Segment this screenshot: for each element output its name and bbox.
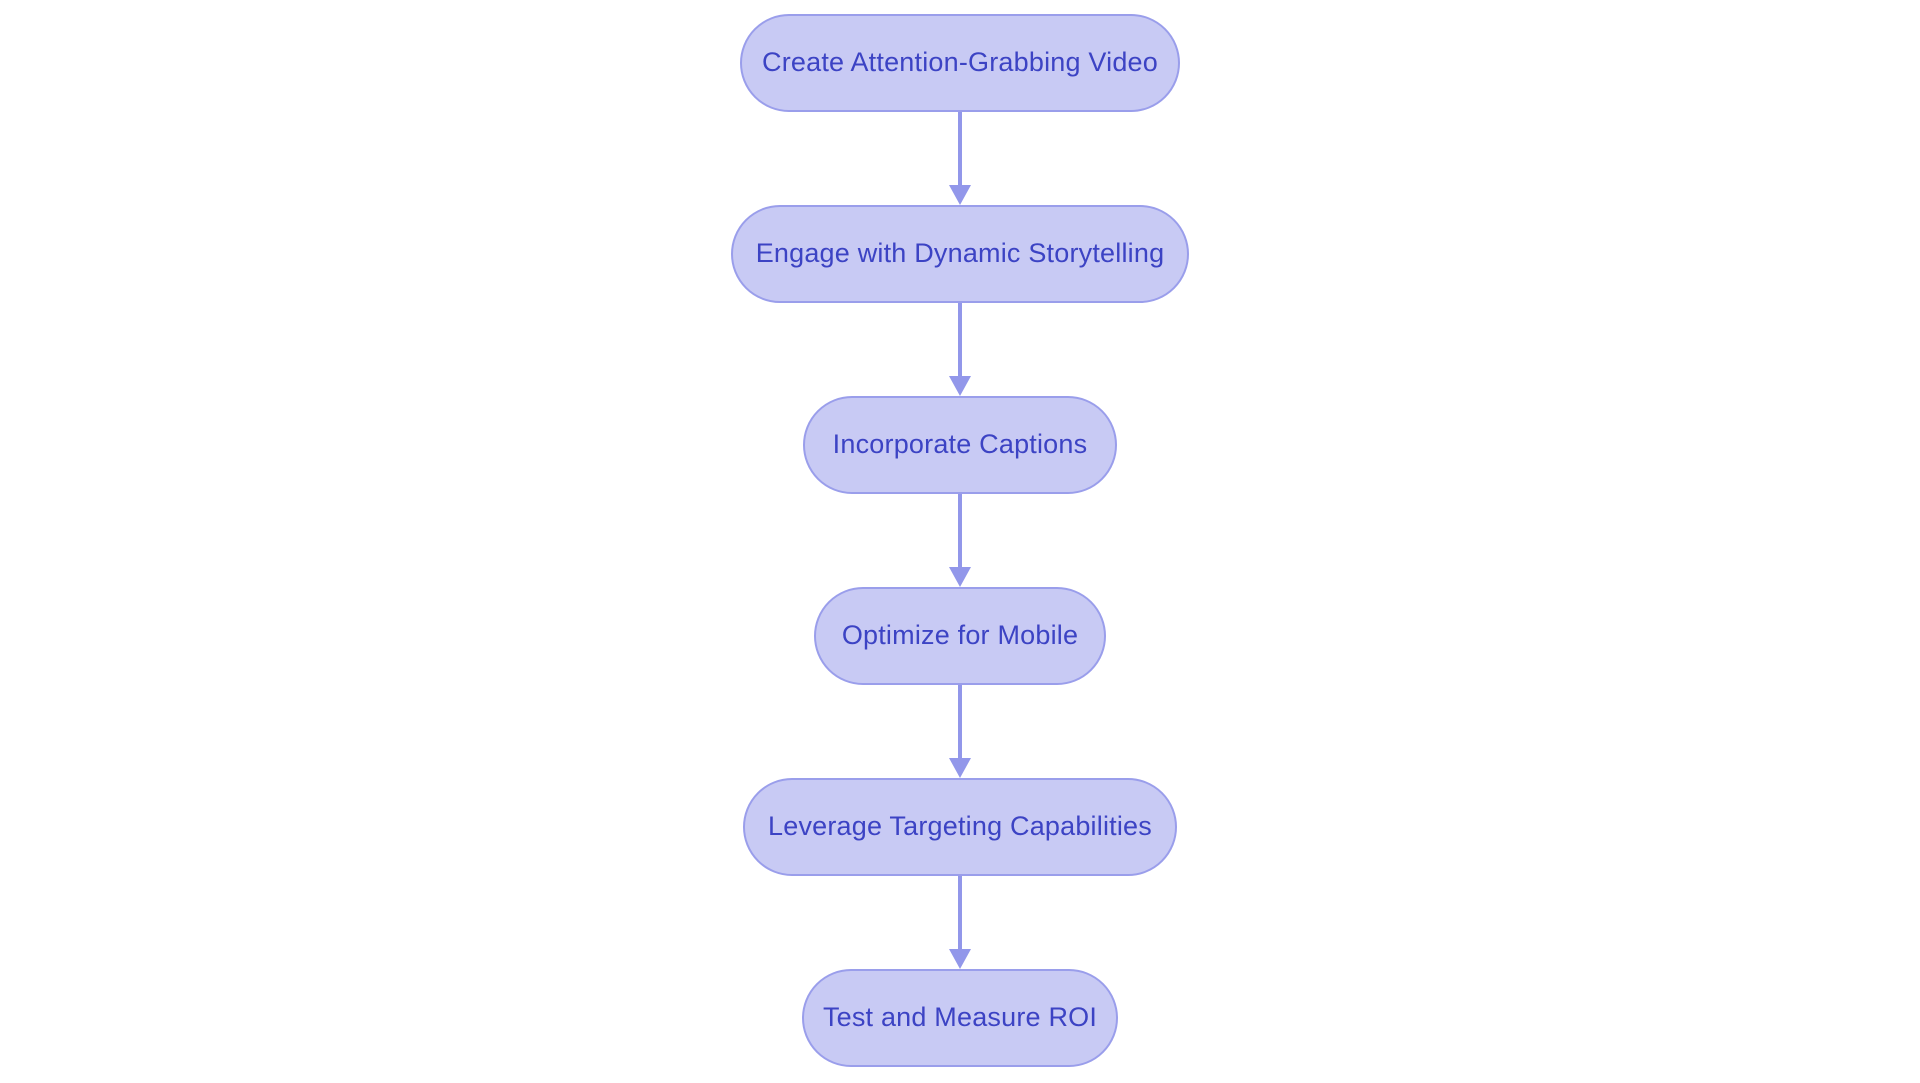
node-test-and-measure-roi: Test and Measure ROI bbox=[802, 969, 1118, 1067]
node-label: Create Attention-Grabbing Video bbox=[762, 46, 1158, 77]
node-optimize-for-mobile: Optimize for Mobile bbox=[814, 587, 1106, 685]
node-label: Optimize for Mobile bbox=[841, 619, 1079, 650]
arrow-line bbox=[958, 876, 962, 949]
arrow-line bbox=[958, 685, 962, 758]
down-arrow-icon bbox=[949, 494, 971, 587]
node-engage-with-dynamic-storytelling: Engage with Dynamic Storytelling bbox=[731, 205, 1189, 303]
arrow-line bbox=[958, 112, 962, 185]
down-arrow-icon bbox=[949, 112, 971, 205]
flowchart-column: Create Attention-Grabbing Video Engage w… bbox=[0, 14, 1920, 1067]
arrow-head-icon bbox=[949, 185, 971, 205]
arrow-line bbox=[958, 494, 962, 567]
down-arrow-icon bbox=[949, 876, 971, 969]
arrow-head-icon bbox=[949, 758, 971, 778]
arrow-head-icon bbox=[949, 949, 971, 969]
node-incorporate-captions: Incorporate Captions bbox=[803, 396, 1117, 494]
node-label: Engage with Dynamic Storytelling bbox=[755, 237, 1165, 268]
node-label: Test and Measure ROI bbox=[822, 1001, 1098, 1032]
node-label: Leverage Targeting Capabilities bbox=[768, 810, 1152, 841]
arrow-head-icon bbox=[949, 567, 971, 587]
down-arrow-icon bbox=[949, 685, 971, 778]
node-label: Incorporate Captions bbox=[832, 428, 1088, 459]
node-leverage-targeting-capabilities: Leverage Targeting Capabilities bbox=[743, 778, 1177, 876]
down-arrow-icon bbox=[949, 303, 971, 396]
node-create-attention-grabbing-video: Create Attention-Grabbing Video bbox=[740, 14, 1180, 112]
arrow-line bbox=[958, 303, 962, 376]
arrow-head-icon bbox=[949, 376, 971, 396]
